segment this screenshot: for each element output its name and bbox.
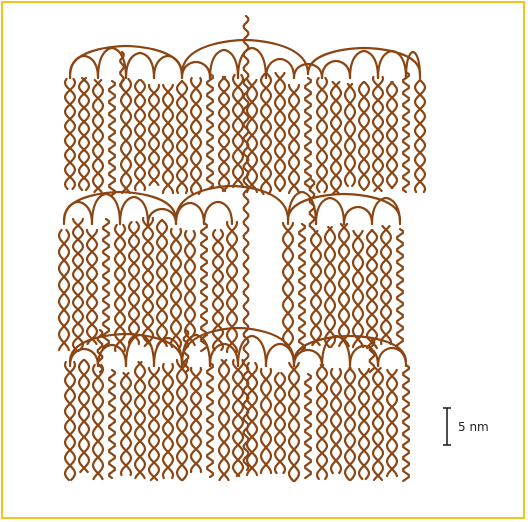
scale-bar: 5 nm [443,408,489,445]
helix-strands-group [59,16,425,481]
helix-strand [331,82,341,194]
connector-arch [316,198,344,224]
helix-strand [163,364,173,478]
connector-arch [64,202,92,224]
wavy-strand [109,370,115,478]
helix-strand [163,85,173,193]
connector-arch [154,56,182,78]
helix-strand [289,85,299,193]
wavy-strand [403,72,409,192]
wavy-strand [207,363,213,477]
connector-arch [126,53,154,78]
helix-strand [191,368,201,472]
wavy-strand [397,229,403,347]
wavy-strand [403,365,409,481]
helix-strand [93,80,103,192]
wavy-strand [109,81,115,195]
scale-bar-label: 5 nm [458,420,489,434]
wavy-strand [310,180,314,230]
wavy-strand [103,219,109,349]
helix-strand [345,368,355,480]
connector-arch [344,207,372,224]
wavy-strand [299,224,305,350]
connector-arch [350,51,378,78]
connector-arch [238,48,266,78]
connector-arch [70,56,98,78]
helix-strand [387,82,397,188]
connector-arch [204,202,232,224]
connector-arch [182,62,210,78]
helix-strand [331,82,341,194]
wavy-strand [305,78,311,188]
wavy-strand [201,223,207,351]
helix-strand [325,227,335,347]
connector-arch [210,50,238,78]
connector-arch [322,61,350,78]
wavy-strand [207,74,213,188]
helix-strand [359,82,369,190]
wavy-strand [305,374,311,478]
connector-arch [266,59,294,78]
